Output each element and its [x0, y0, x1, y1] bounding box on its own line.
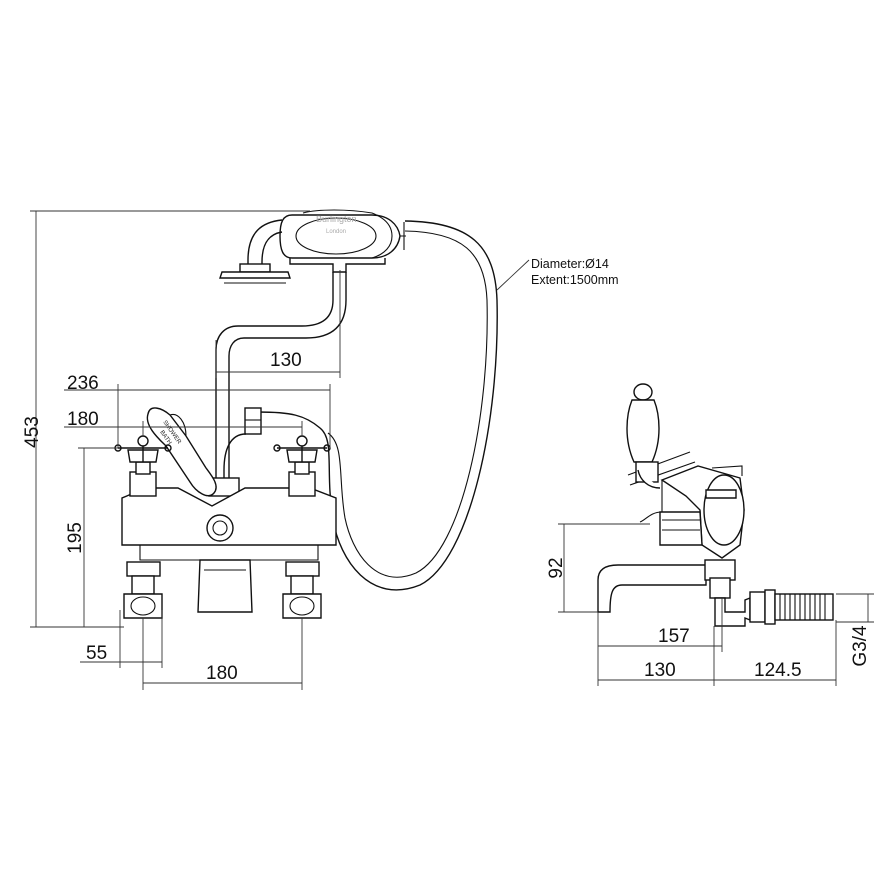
side-dimensions — [558, 523, 874, 686]
dim-leg-width: 55 — [86, 643, 107, 664]
dim-outer-width: 236 — [67, 373, 99, 394]
side-spout — [597, 559, 736, 613]
side-tail — [709, 577, 834, 627]
hose-extent: Extent:1500mm — [531, 273, 619, 287]
diverter-lever: SHOWER BATH — [146, 407, 217, 497]
dim-handset-offset: 130 — [270, 350, 302, 371]
dim-spout-reach: 157 — [658, 626, 690, 647]
shower-hose — [257, 220, 498, 591]
brand-sub: London — [326, 229, 346, 235]
dim-body-depth: 130 — [644, 660, 676, 681]
dim-tail-length: 124.5 — [754, 660, 802, 681]
left-leg — [123, 561, 163, 619]
right-leg — [282, 561, 322, 619]
mixer-body — [121, 487, 337, 613]
dim-centres: 180 — [206, 663, 238, 684]
front-dimensions — [30, 210, 341, 690]
left-crosshead-handle — [114, 435, 172, 497]
thread-hatching — [779, 594, 826, 620]
handset-cradle — [208, 258, 386, 497]
shower-handset: Burlington London — [219, 209, 406, 284]
right-crosshead-handle — [273, 435, 331, 497]
dim-total-height: 453 — [22, 416, 43, 448]
dim-spout-height: 92 — [546, 557, 567, 578]
side-view: 92 157 130 124.5 G3/4 — [546, 383, 874, 686]
hose-diameter: Diameter:Ø14 — [531, 257, 609, 271]
side-lever-handle — [626, 383, 696, 489]
dim-thread: G3/4 — [850, 625, 871, 667]
side-body — [639, 465, 745, 559]
dim-inner-width: 180 — [67, 409, 99, 430]
front-view: Burlington London SHOWER BATH — [22, 209, 619, 690]
brand-name: Burlington — [316, 214, 357, 224]
dim-body-height: 195 — [65, 522, 86, 554]
